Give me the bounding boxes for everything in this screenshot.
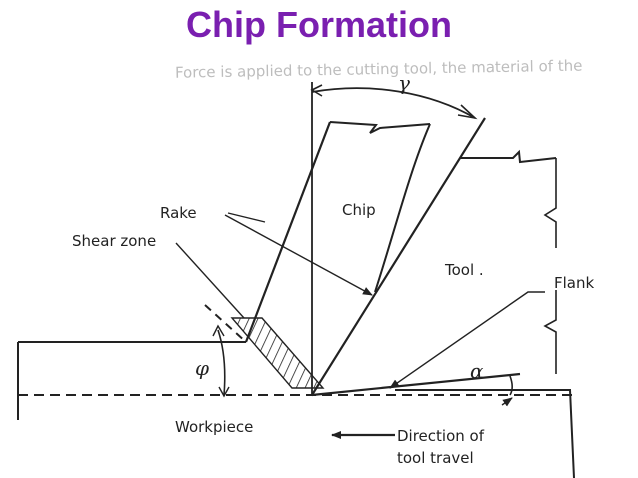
background-text: Force is applied to the cutting tool, th…: [175, 57, 583, 82]
alpha-symbol: α: [470, 359, 484, 383]
gamma-symbol: γ: [398, 71, 410, 95]
chip-label: Chip: [342, 201, 376, 219]
workpiece-label: Workpiece: [175, 418, 253, 436]
rake-label: Rake: [160, 204, 197, 222]
workpiece-right-block: [395, 389, 575, 478]
shear-plane-extension: [204, 304, 247, 343]
chip-rake-arrow: [224, 214, 373, 296]
rake-angle-arrow-right: [457, 104, 478, 120]
shear-angle-arc: [217, 329, 226, 396]
chip-top-edge: [329, 121, 431, 134]
tool-rake-face: [311, 117, 486, 396]
tool-top-edge: [460, 149, 557, 164]
rake-angle-arc: [311, 87, 476, 119]
rake-angle-arrow-left: [310, 84, 323, 97]
tool-flank-face: [311, 372, 521, 397]
rake-leader: [227, 212, 266, 223]
direction-label-line1: Direction of: [397, 427, 485, 445]
shear-angle-arrow-bottom: [218, 386, 230, 398]
tool-body-bracket-lower: [543, 290, 557, 374]
chip-back-edge: [374, 123, 431, 293]
shear-zone-label: Shear zone: [72, 232, 156, 250]
phi-symbol: φ: [195, 356, 209, 380]
tool-label: Tool .: [444, 261, 484, 279]
chip-outline: [244, 121, 332, 343]
page-title: Chip Formation: [186, 4, 452, 45]
shear-zone: [230, 317, 325, 389]
flank-leader: [389, 291, 545, 389]
shear-angle-arrow-top: [212, 324, 225, 337]
alpha-pointer: [501, 397, 513, 407]
clearance-angle-arc: [509, 375, 514, 396]
flank-label: Flank: [554, 274, 594, 292]
direction-label-line2: tool travel: [397, 449, 474, 467]
tool-body-bracket: [543, 158, 557, 248]
shear-zone-leader: [175, 242, 245, 319]
